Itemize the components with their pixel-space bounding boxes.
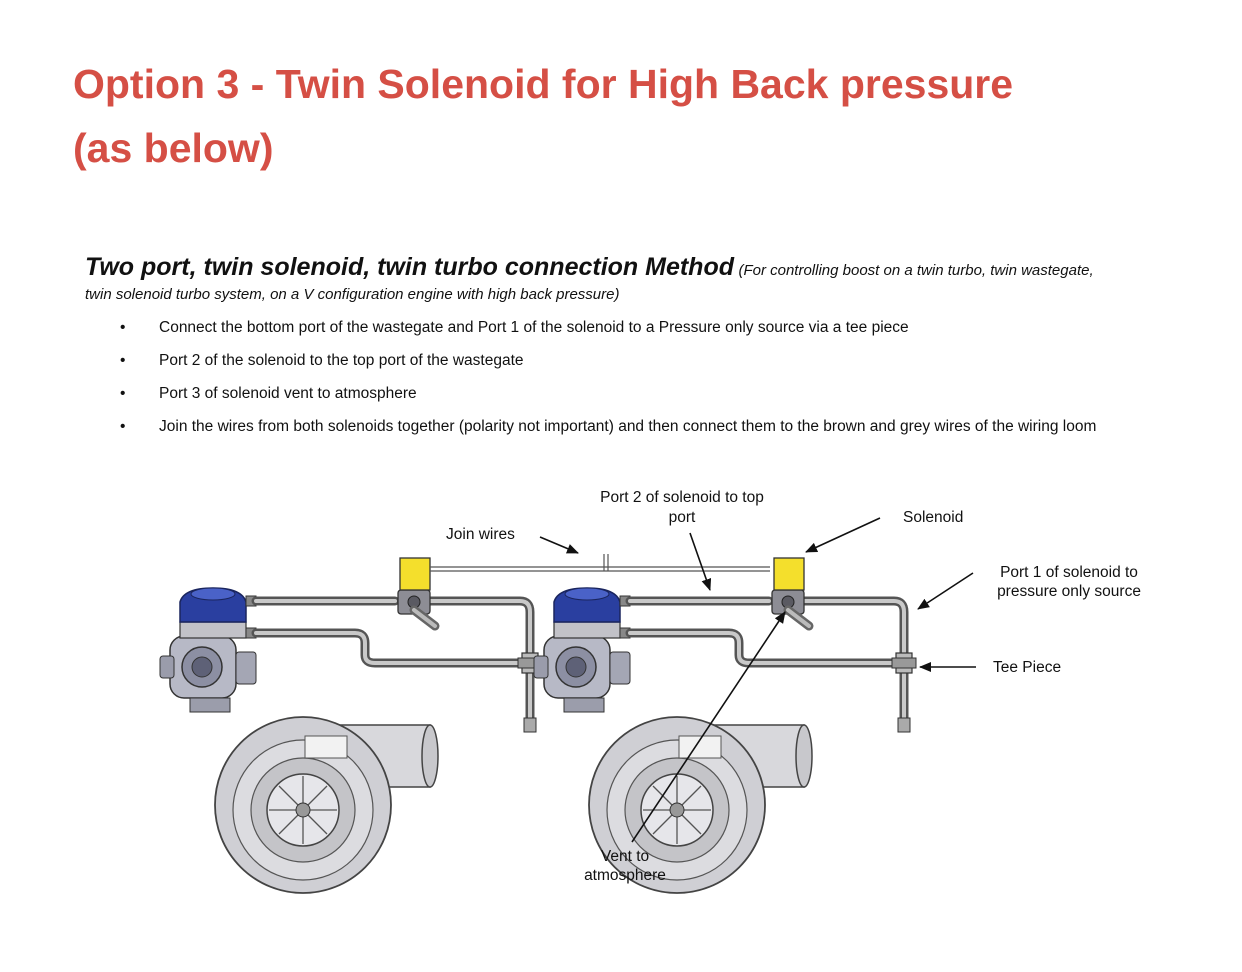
arrow-port2 — [689, 532, 712, 591]
list-item: • Port 2 of the solenoid to the top port … — [120, 351, 1100, 371]
arrow-port1 — [917, 572, 974, 610]
list-item-text: Connect the bottom port of the wastegate… — [159, 319, 909, 336]
heading-line-1: Option 3 - Twin Solenoid for High Back p… — [73, 61, 1014, 107]
list-item-text: Join the wires from both solenoids toget… — [159, 418, 1097, 435]
page-heading: Option 3 - Twin Solenoid for High Back p… — [73, 52, 1193, 180]
document-subtitle: (For controlling boost on a twin turbo, … — [85, 262, 1094, 303]
list-item: • Port 3 of solenoid vent to atmosphere — [120, 384, 1100, 404]
turbo-right — [534, 558, 916, 893]
document-title-block: Two port, twin solenoid, twin turbo conn… — [85, 255, 1105, 307]
label-port2-line2: port — [669, 509, 696, 526]
join-wire — [430, 554, 770, 572]
arrows — [539, 517, 976, 843]
arrow-solenoid — [805, 517, 881, 553]
bullet-icon: • — [120, 385, 126, 402]
arrow-join-wires — [539, 536, 579, 554]
instruction-list: • Connect the bottom port of the wastegat… — [120, 318, 1100, 450]
bullet-icon: • — [120, 352, 126, 369]
list-item: • Join the wires from both solenoids toge… — [120, 417, 1100, 437]
label-port1-line2: pressure only source — [997, 583, 1141, 600]
heading-line-2: (as below) — [73, 125, 274, 171]
label-solenoid: Solenoid — [903, 509, 963, 526]
label-port1-line1: Port 1 of solenoid to — [1000, 564, 1138, 581]
label-join-wires: Join wires — [446, 526, 515, 543]
arrow-vent — [631, 611, 786, 843]
label-port2-line1: Port 2 of solenoid to top — [600, 489, 764, 506]
document-title: Two port, twin solenoid, twin turbo conn… — [85, 253, 734, 281]
bullet-icon: • — [120, 418, 126, 435]
label-tee-piece: Tee Piece — [993, 659, 1061, 676]
bullet-icon: • — [120, 319, 126, 336]
label-vent-line1: Vent to — [601, 848, 649, 865]
turbo-left — [160, 558, 542, 893]
list-item-text: Port 2 of the solenoid to the top port o… — [159, 352, 524, 369]
list-item: • Connect the bottom port of the wastegat… — [120, 318, 1100, 338]
label-vent-line2: atmosphere — [584, 867, 666, 884]
list-item-text: Port 3 of solenoid vent to atmosphere — [159, 385, 417, 402]
